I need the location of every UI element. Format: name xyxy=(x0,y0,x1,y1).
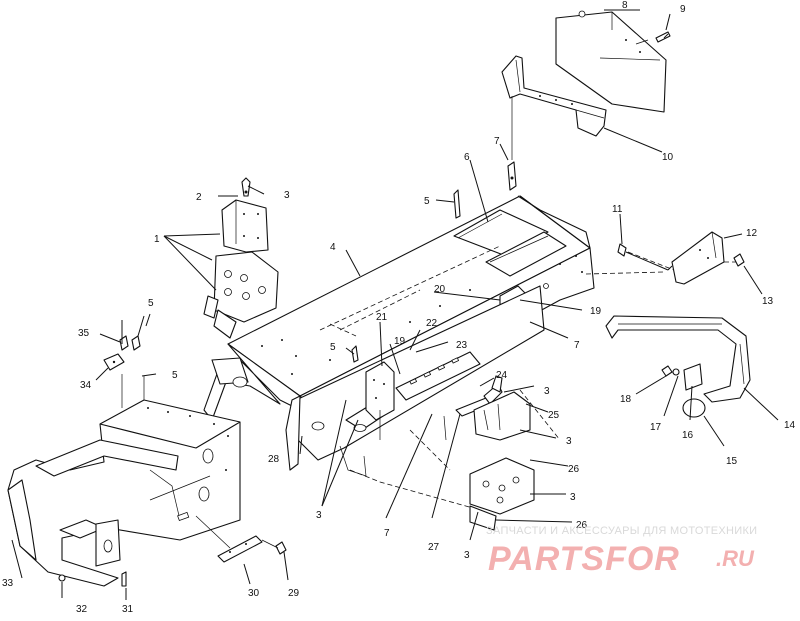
callout-19-mid: 19 xyxy=(394,336,406,347)
callout-15: 15 xyxy=(726,456,738,467)
part-5-screw-top xyxy=(453,189,461,219)
callout-17: 17 xyxy=(650,422,662,433)
callout-18: 18 xyxy=(620,394,632,405)
callout-4: 4 xyxy=(330,242,336,253)
callout-21: 21 xyxy=(376,312,388,323)
callout-3-right-c: 3 xyxy=(570,492,576,503)
watermark: ЗАПЧАСТИ И АКСЕССУАРЫ ДЛЯ МОТОТЕХНИКИ PA… xyxy=(486,525,757,578)
part-35-screws xyxy=(119,335,141,351)
callout-3-left: 3 xyxy=(316,510,322,521)
callout-3-top: 3 xyxy=(284,190,290,201)
callout-5-top: 5 xyxy=(424,196,430,207)
part-26-lower-bracket xyxy=(469,457,535,531)
part-17-washer xyxy=(672,368,680,376)
lower-frame xyxy=(285,285,561,511)
callout-3-right-b: 3 xyxy=(566,436,572,447)
callout-34: 34 xyxy=(80,380,92,391)
callout-7-top: 7 xyxy=(494,136,500,147)
callout-35: 35 xyxy=(78,328,90,339)
callout-33: 33 xyxy=(2,578,14,589)
part-34-clip xyxy=(103,353,125,371)
part-24-bracket xyxy=(455,375,503,417)
callout-25: 25 xyxy=(548,410,560,421)
part-15-cap xyxy=(682,398,706,418)
part-11-bolt xyxy=(617,243,627,257)
callout-8: 8 xyxy=(622,0,628,11)
part-29-screw xyxy=(275,541,287,555)
callout-7-bottom: 7 xyxy=(384,528,390,539)
callout-31: 31 xyxy=(122,604,134,615)
callout-19-right: 19 xyxy=(590,306,602,317)
callout-5-left: 5 xyxy=(148,298,154,309)
callout-24: 24 xyxy=(496,370,508,381)
callout-22: 22 xyxy=(426,318,438,329)
callout-27: 27 xyxy=(428,542,440,553)
part-16-plate xyxy=(683,363,703,391)
watermark-caption: ЗАПЧАСТИ И АКСЕССУАРЫ ДЛЯ МОТОТЕХНИКИ xyxy=(486,525,757,537)
part-5-screw-mid xyxy=(351,345,359,363)
callout-9: 9 xyxy=(680,4,686,15)
callout-29: 29 xyxy=(288,588,300,599)
watermark-logo: PARTSFOR xyxy=(488,540,680,578)
part-13-screw xyxy=(733,253,745,267)
part-9-screw xyxy=(655,31,671,43)
callout-14: 14 xyxy=(784,420,796,431)
part-33-front-frame xyxy=(7,399,241,587)
part-7-fastener-top xyxy=(507,161,517,191)
part-12-bracket xyxy=(671,231,725,285)
callout-3-bottom: 3 xyxy=(464,550,470,561)
callout-6: 6 xyxy=(464,152,470,163)
callout-5-mid: 5 xyxy=(330,342,336,353)
callout-13: 13 xyxy=(762,296,774,307)
part-31-rivet xyxy=(121,571,127,587)
callout-26-right: 26 xyxy=(568,464,580,475)
part-8-plate xyxy=(555,10,667,113)
watermark-domain: .RU xyxy=(716,546,755,571)
callout-20: 20 xyxy=(434,284,446,295)
callout-16: 16 xyxy=(682,430,694,441)
leader-lines xyxy=(11,9,779,600)
part-18-screw xyxy=(661,365,673,377)
callout-1: 1 xyxy=(154,234,160,245)
part-32-washer xyxy=(58,574,66,582)
callout-10: 10 xyxy=(662,152,674,163)
part-25-plate xyxy=(473,391,531,441)
callout-23: 23 xyxy=(456,340,468,351)
callout-28: 28 xyxy=(268,454,280,465)
callout-30: 30 xyxy=(248,588,260,599)
callout-26-bottom: 26 xyxy=(576,520,588,531)
part-30-strap xyxy=(217,535,263,563)
part-2-screw xyxy=(241,177,251,197)
part-10-bracket xyxy=(501,55,607,137)
callout-12: 12 xyxy=(746,228,758,239)
callout-32: 32 xyxy=(76,604,88,615)
callout-11: 11 xyxy=(612,204,623,215)
part-14-handle-bar xyxy=(605,315,751,403)
part-1-bracket-assembly xyxy=(203,199,279,339)
callout-2: 2 xyxy=(196,192,202,203)
callout-7-right: 7 xyxy=(574,340,580,351)
callout-5-lower: 5 xyxy=(172,370,178,381)
callout-3-right-a: 3 xyxy=(544,386,550,397)
